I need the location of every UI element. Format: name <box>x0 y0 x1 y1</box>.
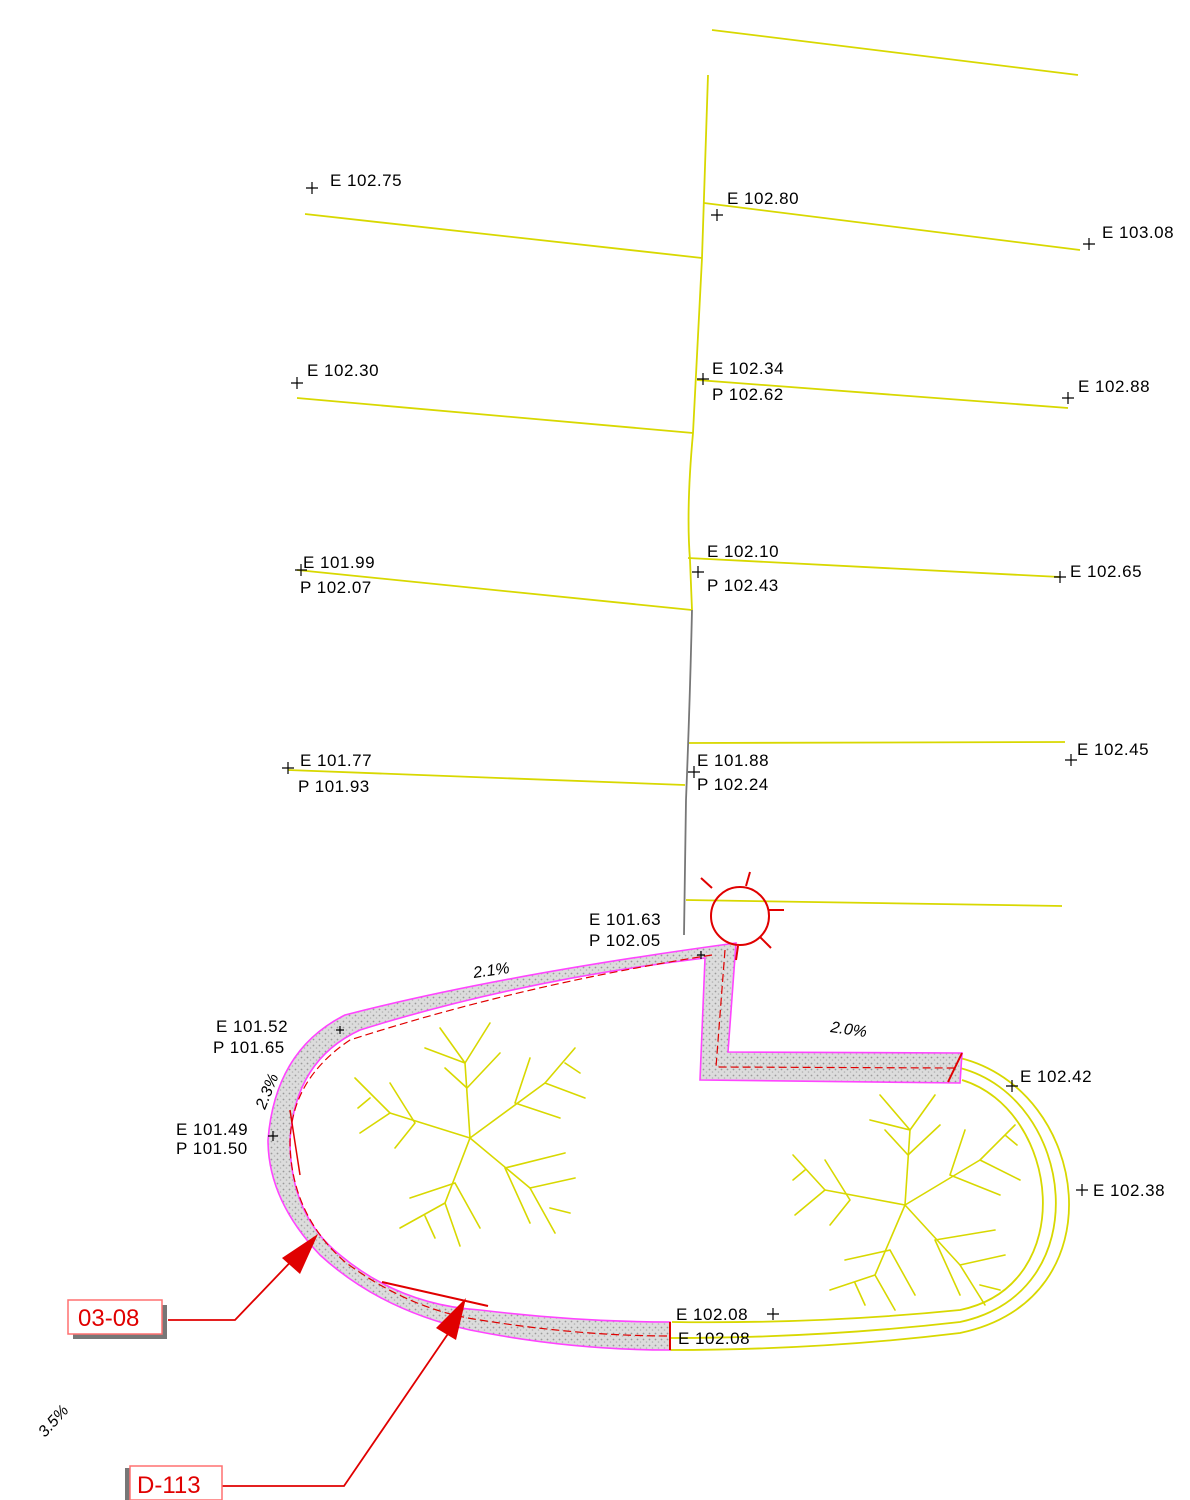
label-e-102-34: E 102.34 <box>712 359 784 378</box>
label-e-103-08: E 103.08 <box>1102 223 1174 242</box>
slope-right-path: 2.0% <box>828 1019 867 1041</box>
slope-labels: 2.1% 2.0% 2.3% 3.5% <box>35 960 868 1441</box>
grade-line-3-right <box>687 557 1061 578</box>
label-e-102-38: E 102.38 <box>1093 1181 1165 1200</box>
drain-inlet-symbol <box>700 871 784 961</box>
label-p-102-05: P 102.05 <box>589 931 661 950</box>
label-e-102-88: E 102.88 <box>1078 377 1150 396</box>
grade-line-2-left <box>296 397 694 434</box>
callout-03-08: 03-08 <box>67 1234 318 1339</box>
grade-line-4-left <box>287 769 686 786</box>
right-curb-lines <box>669 1057 1070 1351</box>
label-p-102-24: P 102.24 <box>697 775 769 794</box>
tree-right <box>792 1094 1021 1311</box>
label-e-102-80: E 102.80 <box>727 189 799 208</box>
slope-upper-path: 2.1% <box>471 960 510 982</box>
grade-line-1-left <box>304 213 703 259</box>
label-e-102-08-b: E 102.08 <box>678 1329 750 1348</box>
elevation-labels: E 102.75 E 102.80 E 103.08 E 102.30 E 10… <box>176 171 1174 1348</box>
curb-middle <box>669 1067 1057 1339</box>
label-p-101-50: P 101.50 <box>176 1139 248 1158</box>
curb-inner <box>671 1079 1044 1324</box>
gravel-pathway <box>267 942 963 1351</box>
label-e-102-42: E 102.42 <box>1020 1067 1092 1086</box>
callout-tag-d-113[interactable] <box>129 1465 223 1500</box>
callout-text-d-113: D-113 <box>137 1472 201 1499</box>
swale-centerline-lower <box>683 609 693 936</box>
spot-markers <box>268 182 1095 1320</box>
label-e-101-99: E 101.99 <box>303 553 375 572</box>
label-e-101-52: E 101.52 <box>216 1017 288 1036</box>
grade-line-1-right <box>703 202 1081 251</box>
curb-outer <box>669 1057 1070 1351</box>
label-e-101-77: E 101.77 <box>300 751 372 770</box>
callout-tag-03-08[interactable] <box>67 1299 163 1335</box>
label-e-102-45: E 102.45 <box>1077 740 1149 759</box>
label-e-101-63: E 101.63 <box>589 910 661 929</box>
tree-left <box>354 1022 586 1247</box>
label-e-101-88: E 101.88 <box>697 751 769 770</box>
pathway-red-edge-lower <box>381 1281 489 1307</box>
pathway-centerline <box>289 949 956 1337</box>
callout-d-113: D-113 <box>125 1298 466 1500</box>
swale-centerline <box>687 74 709 611</box>
label-p-101-93: P 101.93 <box>298 777 370 796</box>
label-e-102-65: E 102.65 <box>1070 562 1142 581</box>
grade-line-2-right <box>696 379 1069 409</box>
label-e-102-30: E 102.30 <box>307 361 379 380</box>
pathway-end-right <box>947 1052 963 1083</box>
label-p-102-62: P 102.62 <box>712 385 784 404</box>
callout-text-03-08: 03-08 <box>78 1305 139 1332</box>
label-p-101-65: P 101.65 <box>213 1038 285 1057</box>
callout-tag-shadow-b <box>125 1468 133 1500</box>
label-p-102-07: P 102.07 <box>300 578 372 597</box>
label-p-102-43: P 102.43 <box>707 576 779 595</box>
grade-line-3-left <box>296 569 693 611</box>
grade-line-5-right <box>685 899 1063 907</box>
grade-line-4-right <box>687 741 1066 744</box>
pathway-red-edge-left <box>289 1109 301 1176</box>
label-e-102-75: E 102.75 <box>330 171 402 190</box>
arrowhead-03-08 <box>282 1234 318 1274</box>
arrowhead-d-113 <box>436 1298 466 1340</box>
label-e-101-49: E 101.49 <box>176 1120 248 1139</box>
grade-line-top-right <box>711 29 1079 76</box>
slope-corner: 3.5% <box>35 1402 72 1440</box>
label-e-102-10: E 102.10 <box>707 542 779 561</box>
label-e-102-08-a: E 102.08 <box>676 1305 748 1324</box>
grade-lines <box>287 29 1081 936</box>
